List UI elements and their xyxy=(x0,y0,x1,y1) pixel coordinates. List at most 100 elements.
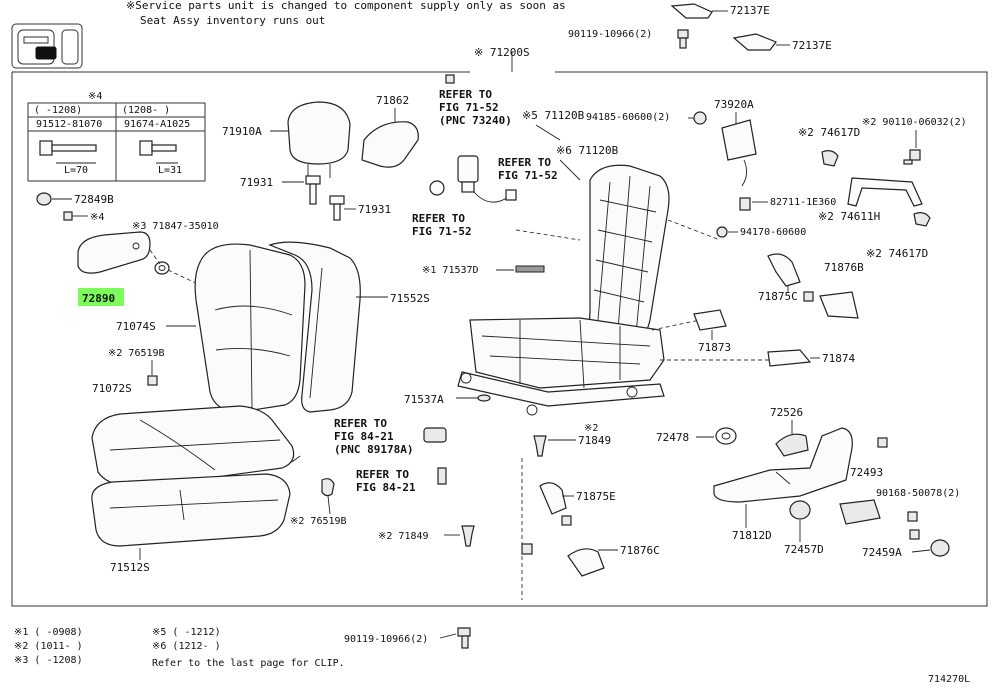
part-74617d-b: ※2 74617D xyxy=(866,247,928,260)
footnote-2: ※2 (1011- ) xyxy=(14,641,83,652)
bolt-long-icon xyxy=(39,140,97,164)
seatback-pad-71552s-icon xyxy=(268,241,361,413)
footnote-6: ※6 (1212- ) xyxy=(152,641,221,652)
handle-74611h-icon xyxy=(847,177,923,207)
part-71931-a: 71931 xyxy=(240,176,273,189)
part-71875c: 71875C xyxy=(758,290,798,303)
part-72459a: 72459A xyxy=(862,546,902,559)
ref-5-line2: FIG 84-21 xyxy=(356,481,416,494)
part-90119-top: 90119-10966(2) xyxy=(568,29,652,40)
shield-71812d-icon xyxy=(713,427,853,503)
part-72890: 72890 xyxy=(82,292,115,305)
bolt-8421-icon xyxy=(437,467,447,485)
trim-71874-icon xyxy=(767,349,812,367)
clip-76519b-icon xyxy=(147,375,158,386)
part-71849-a-mark: ※2 xyxy=(584,423,598,434)
ref-1-line3: (PNC 73240) xyxy=(439,114,512,127)
table-col2-len: L=31 xyxy=(158,165,182,176)
part-71200s: ※ 71200S xyxy=(474,46,530,59)
cap-74617d-a-icon xyxy=(821,150,839,167)
trim-71862-icon xyxy=(361,121,419,168)
part-90119-bottom: 90119-10966(2) xyxy=(344,634,428,645)
clip-reference: Refer to the last page for CLIP. xyxy=(152,658,345,669)
ref-4-line2: FIG 84-21 xyxy=(334,430,394,443)
part-74611h: ※2 74611H xyxy=(818,210,880,223)
ref-2-line2: FIG 71-52 xyxy=(498,169,558,182)
part-90110-06032: ※2 90110-06032(2) xyxy=(862,117,967,128)
cap-74617d-b-icon xyxy=(913,212,931,227)
seatback-cover-71074s-icon xyxy=(194,243,306,413)
table-col1-len: L=70 xyxy=(64,165,88,176)
part-71812d: 71812D xyxy=(732,529,772,542)
part-71849-b: ※2 71849 xyxy=(378,531,429,542)
part-94185-60600: 94185-60600(2) xyxy=(586,112,670,123)
table-col1-part: 91512-81070 xyxy=(36,119,102,130)
bolt-90119-bottom-icon xyxy=(457,627,471,649)
bracket-71875e-icon xyxy=(539,482,567,515)
part-82711-1e360: 82711-1E360 xyxy=(770,197,836,208)
part-94170-60600: 94170-60600 xyxy=(740,227,806,238)
airbag-73920a-icon xyxy=(721,119,757,161)
seat-symbol-icon xyxy=(11,23,83,69)
guide-71931-a-icon xyxy=(305,175,321,205)
ref-3-line2: FIG 71-52 xyxy=(412,225,472,238)
table-col2-range: (1208- ) xyxy=(122,105,170,116)
note-service-2: Seat Assy inventory runs out xyxy=(140,14,325,27)
part-71910a: 71910A xyxy=(222,125,262,138)
washer-icon xyxy=(154,261,170,275)
guide-71931-b-icon xyxy=(329,195,345,221)
bolt-90168-icon xyxy=(907,511,920,540)
part-mark4: ※4 xyxy=(90,212,104,223)
bolt-90119-top-icon xyxy=(677,29,689,49)
figure-id: 714270L xyxy=(928,674,970,685)
ref-1-line2: FIG 71-52 xyxy=(439,101,499,114)
table-col1-range: ( -1208) xyxy=(34,105,82,116)
trim-71873-icon xyxy=(693,309,727,331)
part-71074s: 71074S xyxy=(116,320,156,333)
part-76519b-b: ※2 76519B xyxy=(290,516,347,527)
part-71874: 71874 xyxy=(822,352,855,365)
nut-94170-icon xyxy=(716,226,728,238)
headrest-71910a-icon xyxy=(287,101,351,178)
ref-3-line1: REFER TO xyxy=(412,212,465,225)
footnote-3: ※3 ( -1208) xyxy=(14,655,83,666)
note-service-1: ※Service parts unit is changed to compon… xyxy=(126,0,566,12)
armrest-72890-icon xyxy=(77,231,151,274)
ref-2-line1: REFER TO xyxy=(498,156,551,169)
nut-94185-icon xyxy=(693,111,707,125)
ref-4-line1: REFER TO xyxy=(334,417,387,430)
clip-72137e-a-icon xyxy=(670,3,713,19)
bolt-table: ※4 ( -1208) (1208- ) 91512-81070 91674-A… xyxy=(27,91,206,182)
part-71847-35010: ※3 71847-35010 xyxy=(132,221,219,232)
part-72493: 72493 xyxy=(850,466,883,479)
handle-72493-icon xyxy=(839,499,881,525)
switch-89178a-icon xyxy=(423,427,447,443)
footnote-1: ※1 ( -0908) xyxy=(14,627,83,638)
bolt-90110-icon xyxy=(903,149,921,165)
cover-71876b-icon xyxy=(803,291,859,319)
part-71873: 71873 xyxy=(698,341,731,354)
footnote-5: ※5 ( -1212) xyxy=(152,627,221,638)
part-73920a: 73920A xyxy=(714,98,754,111)
cap-72459a-icon xyxy=(930,539,950,557)
part-90168-50078: 90168-50078(2) xyxy=(876,488,960,499)
table-mark: ※4 xyxy=(88,91,102,102)
part-71862: 71862 xyxy=(376,94,409,107)
part-71876b: 71876B xyxy=(824,261,864,274)
knob-72457d-icon xyxy=(789,500,811,520)
cushion-pad-71512s-icon xyxy=(91,473,291,547)
bolt-top-icon xyxy=(445,74,455,84)
ref-5-line1: REFER TO xyxy=(356,468,409,481)
part-71931-b: 71931 xyxy=(358,203,391,216)
part-71512s: 71512S xyxy=(110,561,150,574)
part-74617d-a: ※2 74617D xyxy=(798,126,860,139)
part-71552s: 71552S xyxy=(390,292,430,305)
part-72526: 72526 xyxy=(770,406,803,419)
part-71120b-5: ※5 71120B xyxy=(522,109,585,122)
part-71876c: 71876C xyxy=(620,544,660,557)
grommet-icon xyxy=(429,180,445,196)
lever-72478-icon xyxy=(715,427,737,445)
belt-buckle-icon xyxy=(457,155,479,193)
part-71120b-6: ※6 71120B xyxy=(556,144,619,157)
